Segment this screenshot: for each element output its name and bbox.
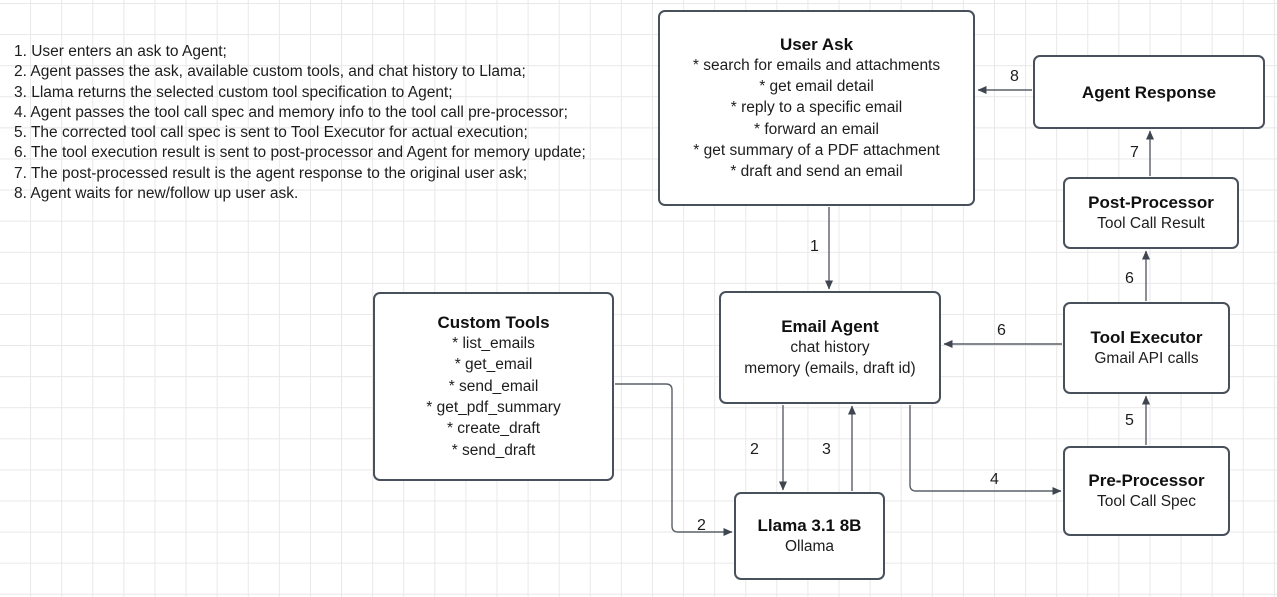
user-ask-bullet-4: * forward an email <box>754 120 879 138</box>
user-ask-bullet-6: * draft and send an email <box>730 163 903 181</box>
custom-tools-bullet-1: * list_emails <box>452 335 535 353</box>
node-email-agent-chat-history: chat history <box>790 338 870 356</box>
legend-step-3: 3. Llama returns the selected custom too… <box>14 83 453 101</box>
edge-2b-custom-tools-to-llama-label: 2 <box>697 517 706 534</box>
node-llama-model[interactable]: Llama 3.1 8B Ollama <box>734 492 885 580</box>
legend-step-8: 8. Agent waits for new/follow up user as… <box>14 185 299 203</box>
node-user-ask[interactable]: User Ask * search for emails and attachm… <box>658 10 975 206</box>
legend-step-2: 2. Agent passes the ask, available custo… <box>14 63 526 81</box>
node-pre-processor[interactable]: Pre-Processor Tool Call Spec <box>1063 446 1230 536</box>
edge-4-line <box>909 405 1062 495</box>
node-user-ask-title: User Ask <box>779 34 854 54</box>
user-ask-bullet-2: * get email detail <box>759 77 874 95</box>
node-tool-executor[interactable]: Tool Executor Gmail API calls <box>1063 302 1230 394</box>
node-user-ask-bullets: * search for emails and attachments * ge… <box>693 55 940 183</box>
edge-5-pre-processor-to-tool-executor-label: 5 <box>1125 412 1134 429</box>
edge-2-email-agent-to-llama-label: 2 <box>750 441 759 458</box>
custom-tools-bullet-4: * get_pdf_summary <box>426 399 561 416</box>
legend-step-1: 1. User enters an ask to Agent; <box>14 43 227 60</box>
edge-2b-line <box>615 383 733 536</box>
node-post-processor-title: Post-Processor <box>1088 192 1214 212</box>
node-tool-executor-subtitle: Gmail API calls <box>1094 349 1199 367</box>
custom-tools-bullet-5: * create_draft <box>446 420 541 438</box>
user-ask-bullet-1: * search for emails and attachments <box>692 56 941 74</box>
node-custom-tools[interactable]: Custom Tools * list_emails * get_email *… <box>373 292 614 481</box>
node-tool-executor-title: Tool Executor <box>1090 327 1203 347</box>
edge-3-llama-to-email-agent-label: 3 <box>822 441 831 458</box>
node-agent-response-title: Agent Response <box>1081 82 1217 102</box>
custom-tools-bullet-3: * send_email <box>448 377 539 395</box>
node-post-processor[interactable]: Post-Processor Tool Call Result <box>1063 177 1239 249</box>
edge-4-email-agent-to-pre-processor-label: 4 <box>990 471 999 488</box>
edge-8-agent-response-to-user-ask-label: 8 <box>1010 68 1019 85</box>
node-agent-response[interactable]: Agent Response <box>1033 55 1265 129</box>
node-pre-processor-subtitle: Tool Call Spec <box>1096 492 1197 510</box>
node-llama-subtitle: Ollama <box>784 537 835 555</box>
legend-step-6: 6. The tool execution result is sent to … <box>14 144 586 162</box>
node-llama-title: Llama 3.1 8B <box>757 515 862 535</box>
edge-1-user-ask-to-email-agent-label: 1 <box>810 238 819 255</box>
custom-tools-bullet-2: * get_email <box>454 356 533 374</box>
node-custom-tools-title: Custom Tools <box>437 313 550 333</box>
node-custom-tools-bullets: * list_emails * get_email * send_email *… <box>426 333 560 461</box>
node-email-agent-title: Email Agent <box>781 316 879 336</box>
node-email-agent-memory: memory (emails, draft id) <box>744 360 916 377</box>
node-pre-processor-title: Pre-Processor <box>1088 470 1205 490</box>
legend-step-4: 4. Agent passes the tool call spec and m… <box>14 103 568 121</box>
legend-step-7: 7. The post-processed result is the agen… <box>14 164 528 182</box>
legend-step-5: 5. The corrected tool call spec is sent … <box>14 124 528 142</box>
edge-7-post-processor-to-agent-response-label: 7 <box>1130 144 1139 161</box>
user-ask-bullet-3: * reply to a specific email <box>730 99 903 117</box>
edge-6-tool-executor-to-post-processor-label: 6 <box>1125 270 1134 287</box>
edge-6b-tool-executor-to-email-agent-label: 6 <box>997 322 1006 339</box>
node-email-agent[interactable]: Email Agent chat history memory (emails,… <box>719 291 941 404</box>
process-steps-legend: 1. User enters an ask to Agent; 2. Agent… <box>14 42 654 204</box>
node-post-processor-subtitle: Tool Call Result <box>1097 214 1205 232</box>
user-ask-bullet-5: * get summary of a PDF attachment <box>693 141 940 159</box>
custom-tools-bullet-6: * send_draft <box>451 441 536 459</box>
